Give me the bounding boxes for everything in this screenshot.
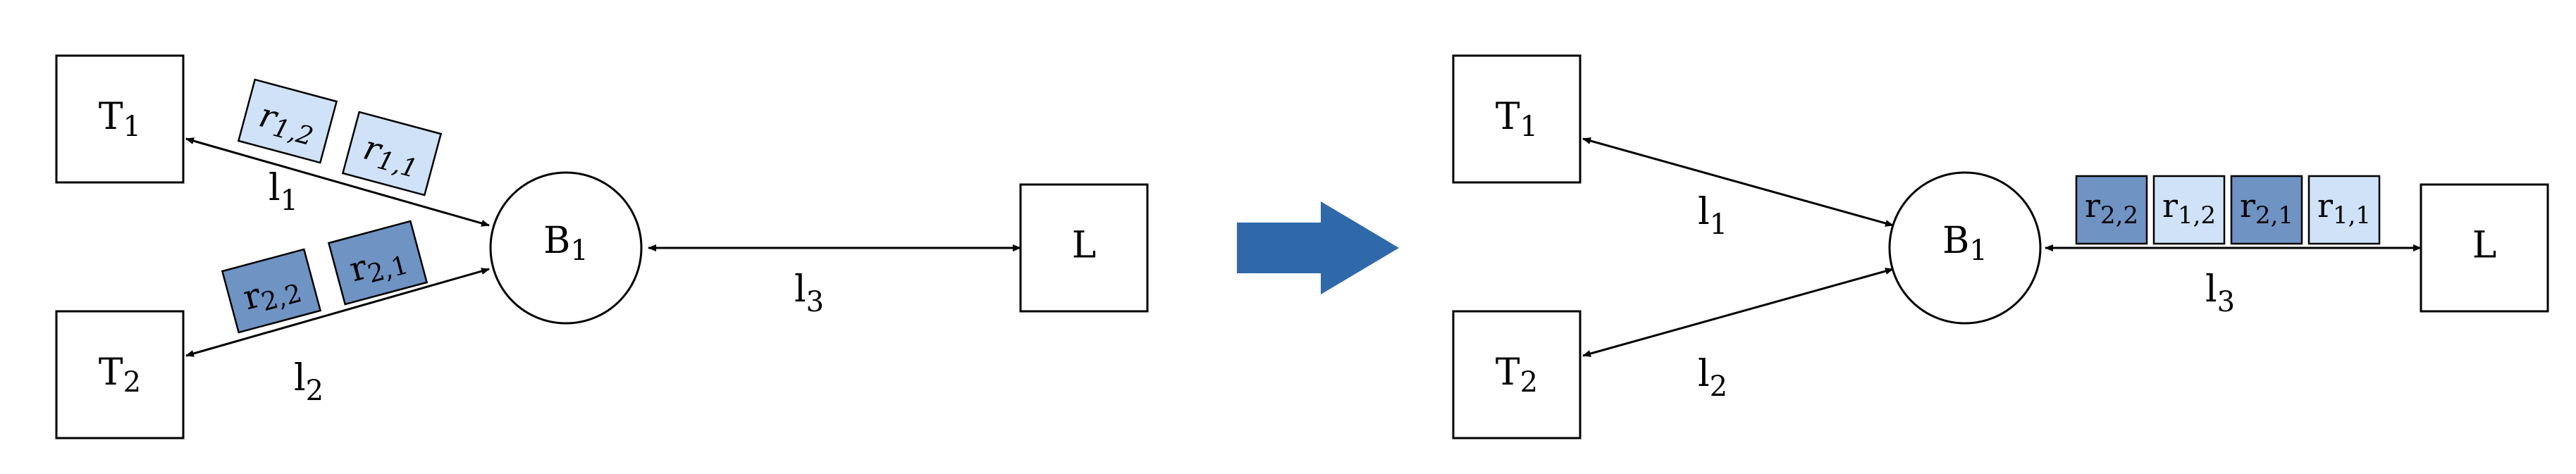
left-link-l3-label: l3 [794,268,824,318]
left-edge-t2-b1 [185,268,490,357]
left-node-t1-label: T [99,96,123,138]
left-node-l-label: L [1072,225,1097,267]
left-node-t2: T2 [55,310,185,439]
left-packet-r12: r1,2 [237,78,338,164]
svg-text:r1,1: r1,1 [2317,187,2371,230]
right-node-t1: T1 [1452,54,1582,184]
right-node-b1-sub: 1 [1969,235,1987,267]
svg-text:T1: T1 [99,96,141,144]
transition-arrow-icon [1237,201,1399,294]
left-node-b1-label: B [543,220,570,262]
right-packet-r22: r2,2 [2075,175,2148,245]
left-link-l2-label: l2 [294,357,323,407]
left-node-t2-sub: 2 [123,366,141,399]
left-link-l1-label: l1 [269,167,298,217]
right-node-l-label: L [2472,225,2497,267]
left-packet-r22: r2,2 [221,248,322,334]
right-node-t2-label: T [1496,351,1520,394]
right-node-b1-label: B [1942,220,1969,262]
svg-text:T2: T2 [99,351,141,399]
right-node-t2: T2 [1452,310,1582,439]
right-node-l: L [2420,183,2549,313]
svg-text:B1: B1 [543,220,588,268]
left-packet-r11: r1,1 [341,111,443,197]
right-packet-r11: r1,1 [2307,175,2381,245]
right-packet-r12: r1,2 [2152,175,2226,245]
svg-text:T2: T2 [1496,351,1538,399]
left-node-b1-sub: 1 [570,235,588,267]
right-packet-r21: r2,1 [2230,175,2303,245]
right-edge-t2-b1 [1582,268,1894,357]
right-link-l1-label: l1 [1698,191,1727,241]
left-node-b1: B1 [489,171,643,325]
right-panel: T1 T2 B1 L l1 l2 l3 r2,2 [1452,54,2549,439]
svg-text:r2,1: r2,1 [2240,187,2293,230]
right-node-t2-sub: 2 [1520,366,1538,399]
svg-text:B1: B1 [1942,220,1988,268]
left-edge-t1-b1 [185,137,490,227]
left-packet-r21: r2,1 [327,220,429,306]
right-link-l2-label: l2 [1698,353,1727,403]
left-node-t2-label: T [99,351,123,394]
right-edge-t1-b1 [1582,137,1894,227]
left-panel: T1 T2 B1 L l1 l2 l3 r1,2 [55,54,1149,439]
left-node-l: L [1019,183,1149,313]
left-node-t1: T1 [55,54,185,184]
svg-text:T1: T1 [1496,96,1538,144]
left-node-t1-sub: 1 [123,111,141,143]
right-node-b1: B1 [1888,171,2042,325]
svg-text:r1,2: r1,2 [2162,187,2216,230]
right-node-t1-sub: 1 [1520,111,1538,143]
right-link-l3-label: l3 [2205,268,2235,318]
svg-text:r2,2: r2,2 [2085,187,2138,230]
right-node-t1-label: T [1496,96,1520,138]
